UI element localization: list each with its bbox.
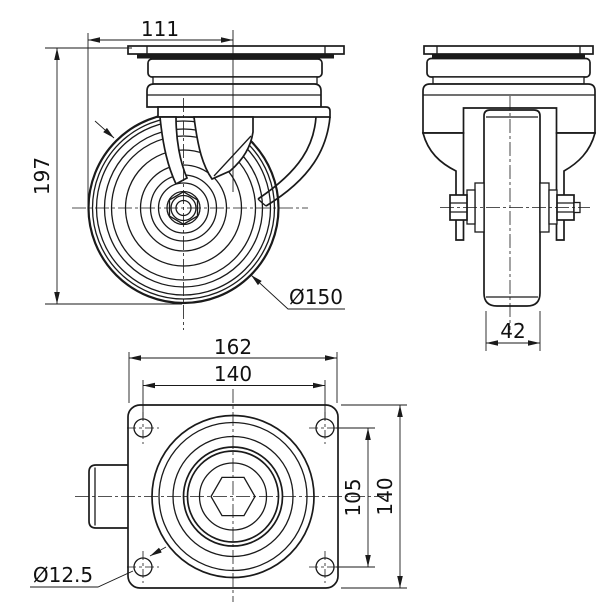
dim-bolt-spacing-y-label: 105 [341,478,365,516]
dim-plate-width-label: 140 [373,477,397,515]
dim-wheel-diameter-label: Ø150 [289,285,343,309]
dim-wheel-width: 42 [485,311,541,351]
dim-bolt-hole-diameter-label: Ø12.5 [33,563,93,587]
side-dimensions: 42 [485,311,541,351]
front-dimensions: 111 197 Ø150 [30,17,345,310]
dim-wheel-diameter: Ø150 [250,274,345,310]
dim-swivel-offset: 111 [87,17,234,205]
dim-swivel-offset-label: 111 [141,17,179,41]
dim-plate-length: 162 [128,335,338,403]
dim-overall-height-label: 197 [30,157,54,195]
front-fork [157,106,331,207]
side-fork-legs [421,132,597,241]
dim-bolt-hole-diameter: Ø12.5 [30,546,167,588]
dim-bolt-spacing-y: 105 [336,427,375,568]
front-mounting-plate [127,45,345,59]
side-mounting-plate [423,45,594,59]
plan-view [75,389,384,602]
front-swivel-bearing [146,58,323,108]
dim-overall-height: 197 [30,47,182,305]
plan-kingpin-hex-socket [210,476,256,517]
side-swivel-bearing [422,57,596,134]
dim-wheel-width-label: 42 [500,319,525,343]
dim-plate-length-label: 162 [214,335,252,359]
side-wheel [483,109,541,307]
side-view [421,45,597,330]
front-view [72,45,345,330]
dim-bolt-spacing-x-label: 140 [214,362,252,386]
plan-dimensions: 162 140 105 140 Ø12.5 [30,335,407,589]
dim-plate-width: 140 [341,404,407,589]
dim-bolt-spacing-x: 140 [142,362,326,420]
leader-tread-arrow [94,120,115,139]
